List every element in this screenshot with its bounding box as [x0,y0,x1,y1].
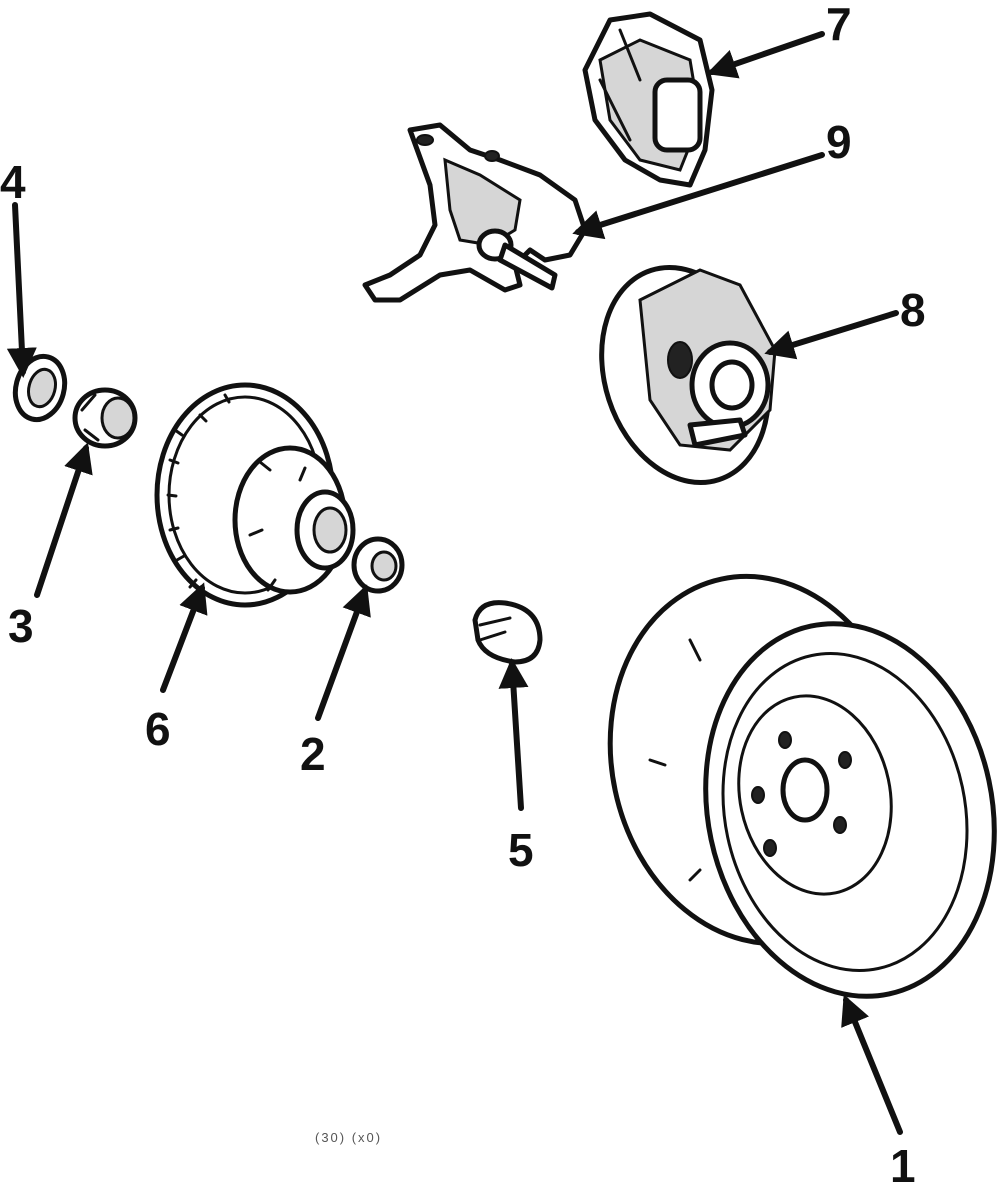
leader-line-6 [160,582,208,693]
callout-9: 9 [826,116,852,168]
leader-line-8 [764,310,899,360]
leader-line-5 [498,658,529,811]
outer-bearing-part [351,536,405,594]
callout-7: 7 [826,0,852,50]
callout-6: 6 [145,703,171,755]
grease-seal-part [12,353,68,423]
callout-labels: 7 9 8 4 3 6 2 5 1 [0,0,926,1190]
steering-knuckle-part [362,122,588,303]
leader-line-2 [315,584,371,721]
leader-line-7 [706,31,825,79]
hub-rotor-part [154,382,356,608]
dust-cap-part [472,600,543,665]
leader-line-1 [841,994,903,1135]
footer-code: (30) (x0) [315,1130,382,1145]
splash-shield-part [599,265,777,485]
leader-lines [6,31,903,1135]
callout-4: 4 [0,156,26,208]
inner-bearing-part [72,387,138,449]
leader-line-9 [572,152,825,240]
callout-3: 3 [8,600,34,652]
callout-2: 2 [300,728,326,780]
callout-5: 5 [508,824,534,876]
caliper-part [582,11,715,188]
leader-line-3 [34,442,93,598]
callout-8: 8 [900,284,926,336]
wheel-part [607,573,997,999]
callout-1: 1 [890,1140,916,1190]
leader-line-4 [6,202,37,378]
